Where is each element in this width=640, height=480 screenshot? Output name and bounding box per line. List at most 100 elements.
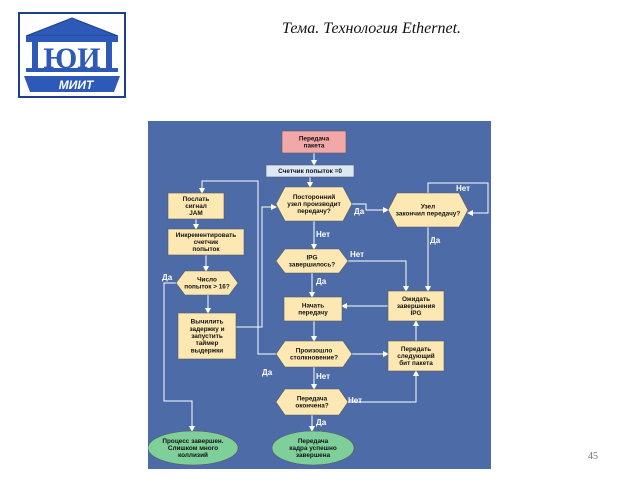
node-shape (177, 312, 237, 360)
node-label: передачу (298, 310, 328, 317)
slide-title: Тема. Технология Ethernet. (282, 20, 462, 37)
node-label: столкновение? (290, 355, 338, 362)
node-label: сигнал (185, 203, 207, 210)
node-label: Число (197, 276, 217, 283)
node-label: закончил передачу? (396, 211, 461, 218)
node-label: JAM (189, 210, 203, 217)
node-label: Счетчик попыток =0 (278, 168, 342, 175)
node-label: Передача (299, 135, 330, 142)
node-shape (387, 192, 469, 228)
node-label: таймер (196, 339, 219, 347)
node-label: следующий (397, 352, 435, 360)
node-label: Передача (298, 438, 329, 445)
node-label: коллизий (178, 451, 208, 459)
node-label: IPG (306, 254, 317, 261)
node-label: Посторонний (293, 193, 335, 201)
node-shape (167, 228, 245, 256)
node-label: окончена? (295, 403, 328, 410)
page-number: 45 (588, 451, 598, 462)
node-shape (275, 248, 349, 274)
node-counter: Счетчик попыток =0 (265, 164, 355, 178)
node-shape (275, 388, 349, 416)
node-label: кадра успешно (289, 445, 337, 452)
node-label: Начать (302, 302, 324, 309)
node-label: передачу? (297, 208, 331, 215)
node-shape (167, 192, 225, 220)
node-shape (275, 340, 353, 368)
flow-edge (199, 180, 276, 355)
node-label: завершения (397, 303, 436, 310)
edge-label-busy_yes: Да (354, 207, 365, 216)
node-label: Процесс завершен. (162, 438, 223, 445)
node-label: IPG (410, 310, 421, 317)
node-label: Ожидать (402, 296, 430, 303)
node-label: Передать (401, 346, 431, 353)
node-label: пакета (304, 143, 325, 150)
node-label: завершена (296, 452, 331, 459)
node-label: Узел (421, 203, 435, 210)
node-shape (175, 270, 239, 296)
edge-label-count_yes: Да (162, 273, 173, 282)
node-label: попыток > 16? (184, 284, 230, 291)
flow-edge (348, 260, 409, 292)
flow-edge (348, 370, 419, 403)
flow-edge (352, 203, 389, 213)
edge-label-finished_no: Нет (456, 184, 470, 193)
node-label: задержку и (189, 326, 224, 333)
logo-caption: МИИТ (59, 78, 95, 92)
node-label: Послать (183, 196, 210, 203)
node-label: Вычилить (191, 319, 224, 326)
node-label: запустить (191, 333, 223, 340)
university-logo: ЮИ МИИТ (18, 12, 126, 98)
flow-edge (236, 204, 277, 328)
edge-label-done_no: Нет (348, 396, 362, 405)
flow-edges (163, 153, 489, 432)
node-shape (271, 430, 355, 466)
node-label: бит пакета (399, 359, 433, 367)
node-label: попыток (192, 246, 220, 253)
edge-label-collision_no: Нет (316, 372, 330, 381)
flow-edge (427, 182, 489, 216)
node-shape (281, 130, 347, 154)
node-label: Инкрементировать (176, 232, 237, 239)
edge-label-ipg_yes: Да (316, 277, 327, 286)
node-shape (387, 290, 445, 322)
edge-label-collision_yes: Да (262, 368, 273, 377)
node-label: счетчик (194, 239, 219, 246)
edge-label-finished_yes: Да (430, 236, 441, 245)
edge-label-busy_no: Нет (316, 230, 330, 239)
node-label: узел производит (287, 201, 341, 208)
node-label: Произошло (296, 347, 333, 354)
node-label: завершилось? (289, 262, 335, 269)
edge-label-ipg_no: Нет (350, 250, 364, 259)
node-shape (283, 296, 343, 322)
node-shape (265, 164, 355, 178)
node-shape (148, 430, 239, 466)
node-shape (275, 186, 353, 222)
node-shape (387, 340, 445, 372)
flow-edge (163, 282, 195, 432)
edge-label-done_yes: Да (316, 418, 327, 427)
node-label: выдержки (191, 347, 224, 354)
node-label: Передача (297, 395, 328, 402)
node-label: Слишком много (168, 445, 218, 452)
